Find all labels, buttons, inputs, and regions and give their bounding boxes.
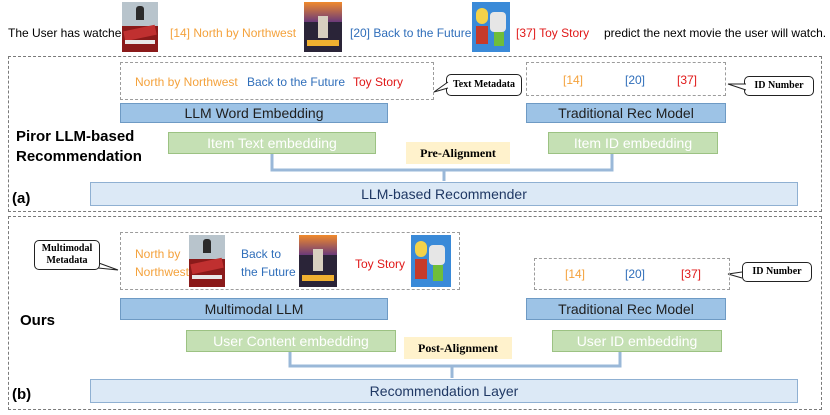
text-metadata-callout-label: Text Metadata: [452, 79, 516, 90]
panel-a-title-north-by-northwest: North by Northwest: [135, 75, 238, 89]
panel-b-north-by-northwest-poster: [189, 235, 225, 287]
panel-b-side-label: Ours: [20, 312, 56, 329]
panel-a-id-box: [14] [20] [37]: [526, 62, 726, 96]
multimodal-llm-label: Multimodal LLM: [204, 301, 304, 317]
id-number-pointer-b: [727, 271, 743, 279]
panel-b-id-box: [14] [20] [37]: [534, 258, 730, 290]
id-number-callout-b-label: ID Number: [752, 266, 802, 277]
multimodal-metadata-line2: Metadata: [46, 255, 88, 266]
user-id-embedding-label: User ID embedding: [576, 333, 698, 349]
panel-b-title2-line1: Back to: [241, 247, 282, 261]
multimodal-metadata-callout: Multimodal Metadata: [34, 240, 100, 270]
id-number-callout-a-label: ID Number: [754, 80, 804, 91]
panel-b-merge-line: [288, 350, 622, 368]
panel-a-tag: (a): [12, 190, 31, 207]
header-movie-north-by-northwest: [14] North by Northwest: [170, 26, 297, 40]
item-id-embedding-label: Item ID embedding: [573, 135, 693, 151]
user-content-embedding-label: User Content embedding: [213, 333, 369, 349]
item-text-embedding-box: Item Text embedding: [168, 132, 376, 154]
north-by-northwest-poster: [122, 2, 158, 52]
post-alignment-label: Post-Alignment: [418, 340, 498, 355]
header-movie-back-to-the-future: [20] Back to the Future: [350, 26, 472, 40]
traditional-rec-model-box-b: Traditional Rec Model: [526, 298, 726, 320]
panel-b-tag: (b): [12, 386, 32, 403]
panel-b-back-to-the-future-poster: [299, 235, 337, 287]
panel-a-title-toy-story: Toy Story: [353, 75, 404, 89]
multimodal-pointer: [95, 261, 119, 271]
id-number-callout-a: ID Number: [744, 76, 814, 96]
panel-b-id-14: [14]: [565, 267, 586, 281]
id-number-pointer-a: [727, 83, 747, 91]
panel-a-merge-line: [270, 154, 614, 172]
recommendation-layer-label: Recommendation Layer: [369, 383, 519, 399]
panel-b-title2-line2: the Future: [241, 265, 296, 279]
panel-a-id-20: [20]: [625, 73, 646, 87]
text-metadata-pointer: [433, 81, 449, 93]
multimodal-metadata-line1: Multimodal: [41, 243, 93, 254]
llm-word-embedding-label: LLM Word Embedding: [184, 105, 324, 121]
panel-b-id-37: [37]: [681, 267, 702, 281]
header-movie-toy-story: [37] Toy Story: [516, 26, 590, 40]
header-prefix: The User has watched: [8, 26, 129, 40]
panel-b-title1-line2: Northwest: [135, 265, 190, 279]
panel-a-text-metadata-box: North by Northwest Back to the Future To…: [120, 62, 434, 100]
toy-story-poster: [472, 2, 510, 52]
post-alignment-badge: Post-Alignment: [404, 337, 512, 359]
panel-b-multimodal-metadata-box: North by Northwest Back to the Future To…: [120, 232, 460, 290]
llm-based-recommender-box: LLM-based Recommender: [90, 182, 798, 206]
panel-b-id-20: [20]: [625, 267, 646, 281]
pre-alignment-label: Pre-Alignment: [420, 145, 496, 160]
panel-a-side-label-line1: Piror LLM-based: [16, 128, 135, 145]
traditional-rec-model-label-a: Traditional Rec Model: [558, 105, 694, 121]
user-content-embedding-box: User Content embedding: [186, 330, 396, 352]
panel-a-id-14: [14]: [563, 73, 584, 87]
back-to-the-future-poster: [304, 2, 342, 52]
llm-word-embedding-box: LLM Word Embedding: [120, 103, 388, 123]
pre-alignment-badge: Pre-Alignment: [406, 142, 510, 164]
traditional-rec-model-box-a: Traditional Rec Model: [526, 103, 726, 123]
multimodal-llm-box: Multimodal LLM: [120, 298, 388, 320]
panel-a-title-back-to-the-future: Back to the Future: [247, 75, 346, 89]
recommendation-layer-box: Recommendation Layer: [90, 379, 798, 403]
panel-a-id-37: [37]: [677, 73, 698, 87]
traditional-rec-model-label-b: Traditional Rec Model: [558, 301, 694, 317]
user-id-embedding-box: User ID embedding: [552, 330, 722, 352]
panel-b-frame: [8, 216, 822, 410]
llm-based-recommender-label: LLM-based Recommender: [361, 186, 527, 202]
panel-b-title1-line1: North by: [135, 247, 181, 261]
panel-a-side-label-line2: Recommendation: [16, 148, 142, 165]
item-id-embedding-box: Item ID embedding: [548, 132, 718, 154]
panel-b-title3: Toy Story: [355, 257, 406, 271]
panel-a-frame: [8, 56, 822, 212]
header-suffix: predict the next movie the user will wat…: [604, 26, 827, 40]
id-number-callout-b: ID Number: [742, 262, 812, 282]
item-text-embedding-label: Item Text embedding: [207, 135, 337, 151]
panel-b-toy-story-poster: [411, 235, 451, 287]
